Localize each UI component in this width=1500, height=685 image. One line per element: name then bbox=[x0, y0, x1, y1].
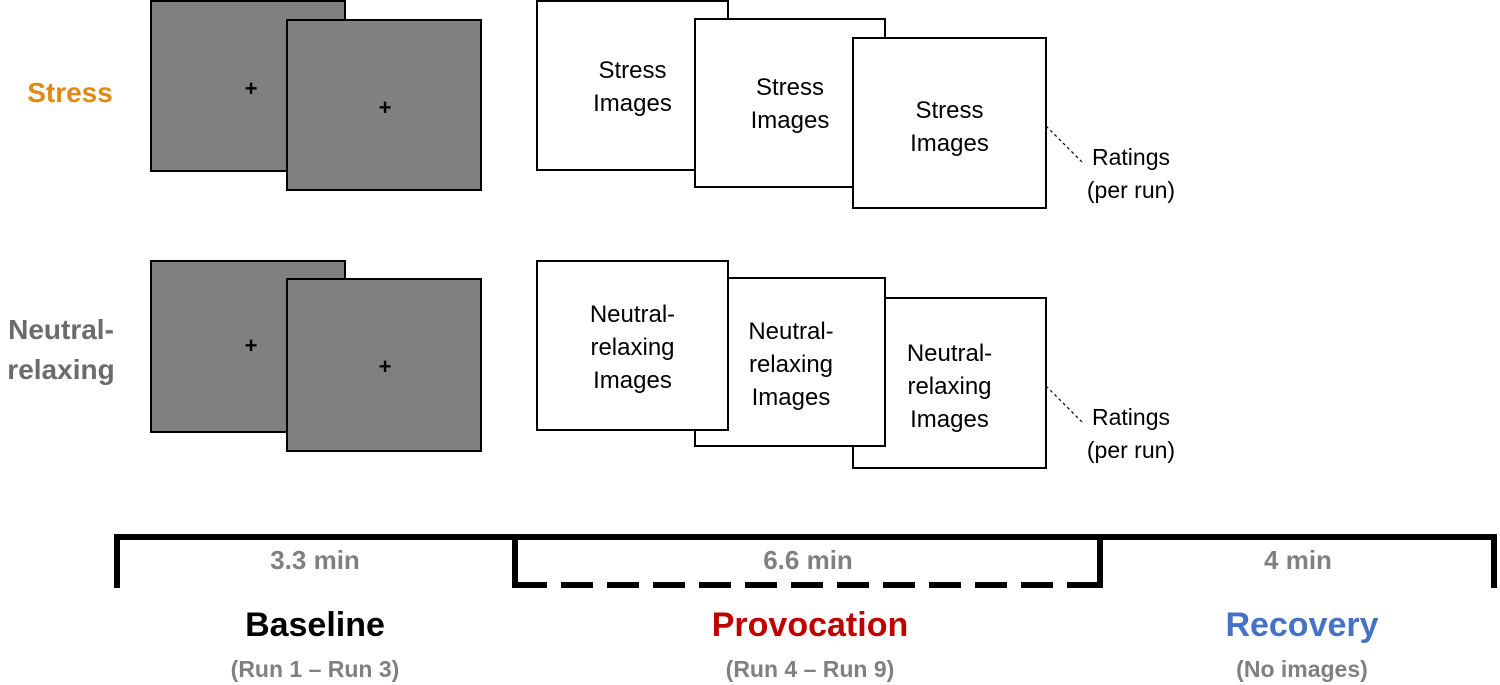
runs-recovery: (No images) bbox=[1236, 656, 1368, 682]
fixation-screen-stress-2: + bbox=[286, 19, 482, 191]
runs-baseline: (Run 1 – Run 3) bbox=[230, 656, 400, 682]
neutral-image-label: Neutral- relaxing Images bbox=[906, 340, 993, 433]
condition-label-neutral: Neutral- relaxing bbox=[7, 314, 115, 385]
condition-label-stress: Stress bbox=[27, 77, 113, 108]
duration-baseline: 3.3 min bbox=[270, 545, 360, 575]
neutral-image-card-1: Neutral- relaxing Images bbox=[536, 260, 729, 431]
phase-title-recovery: Recovery bbox=[1225, 606, 1379, 644]
neutral-image-label: Neutral- relaxing Images bbox=[748, 318, 834, 411]
fixation-cross-icon: + bbox=[244, 76, 258, 101]
duration-recovery: 4 min bbox=[1264, 545, 1332, 575]
fixation-cross-icon: + bbox=[378, 95, 392, 120]
phase-title-baseline: Baseline bbox=[245, 606, 385, 644]
stress-image-card-1-front bbox=[536, 0, 729, 171]
duration-provocation: 6.6 min bbox=[763, 545, 853, 575]
stress-image-card-3: Stress Images bbox=[852, 37, 1047, 209]
fixation-screen-neutral-2: + bbox=[286, 278, 482, 452]
stress-image-label: Stress Images bbox=[910, 97, 989, 157]
ratings-connector-stress bbox=[1045, 125, 1083, 163]
ratings-label-stress: Ratings (per run) bbox=[1086, 144, 1176, 203]
stress-image-label: Stress Images bbox=[593, 57, 672, 117]
ratings-connector-neutral bbox=[1045, 385, 1083, 423]
ratings-label-neutral: Ratings (per run) bbox=[1086, 404, 1176, 463]
runs-provocation: (Run 4 – Run 9) bbox=[725, 656, 895, 682]
timeline-bracket bbox=[114, 534, 1497, 588]
fixation-cross-icon: + bbox=[378, 354, 392, 379]
stress-image-label: Stress Images bbox=[750, 74, 830, 134]
phase-title-provocation: Provocation bbox=[711, 606, 909, 644]
fixation-cross-icon: + bbox=[244, 333, 258, 358]
neutral-image-label: Neutral- relaxing Images bbox=[589, 301, 676, 394]
